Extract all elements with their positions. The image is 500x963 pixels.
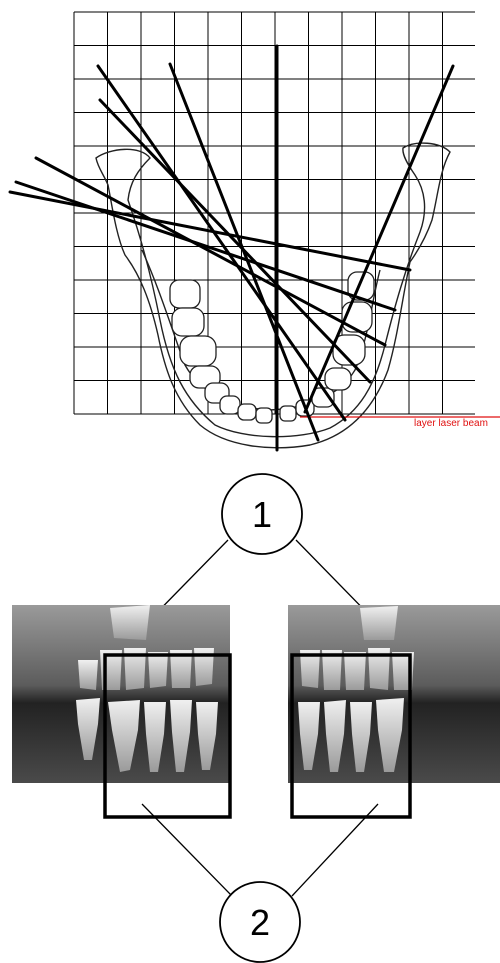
tooth <box>325 368 351 390</box>
beam-line <box>36 158 385 345</box>
tooth <box>170 280 200 308</box>
tooth <box>180 336 216 366</box>
callout-1: 1 <box>222 474 302 554</box>
beam-line <box>98 66 345 420</box>
tooth <box>280 406 296 421</box>
callout-1-number: 1 <box>252 494 272 535</box>
tooth <box>172 308 204 336</box>
xray-left <box>12 605 230 817</box>
callout-2: 2 <box>220 882 300 962</box>
tooth <box>256 408 272 423</box>
beam-lines <box>10 46 453 450</box>
beam-line <box>10 192 410 270</box>
xray-right <box>288 605 500 817</box>
laser-beam-label: layer laser beam <box>414 418 488 429</box>
mandible-outline <box>96 143 450 448</box>
tooth <box>238 404 256 420</box>
beam-line <box>305 66 453 412</box>
jaw-outer-contour <box>96 143 450 448</box>
callout-2-number: 2 <box>250 902 270 943</box>
tooth <box>220 396 240 414</box>
grid <box>74 12 475 414</box>
